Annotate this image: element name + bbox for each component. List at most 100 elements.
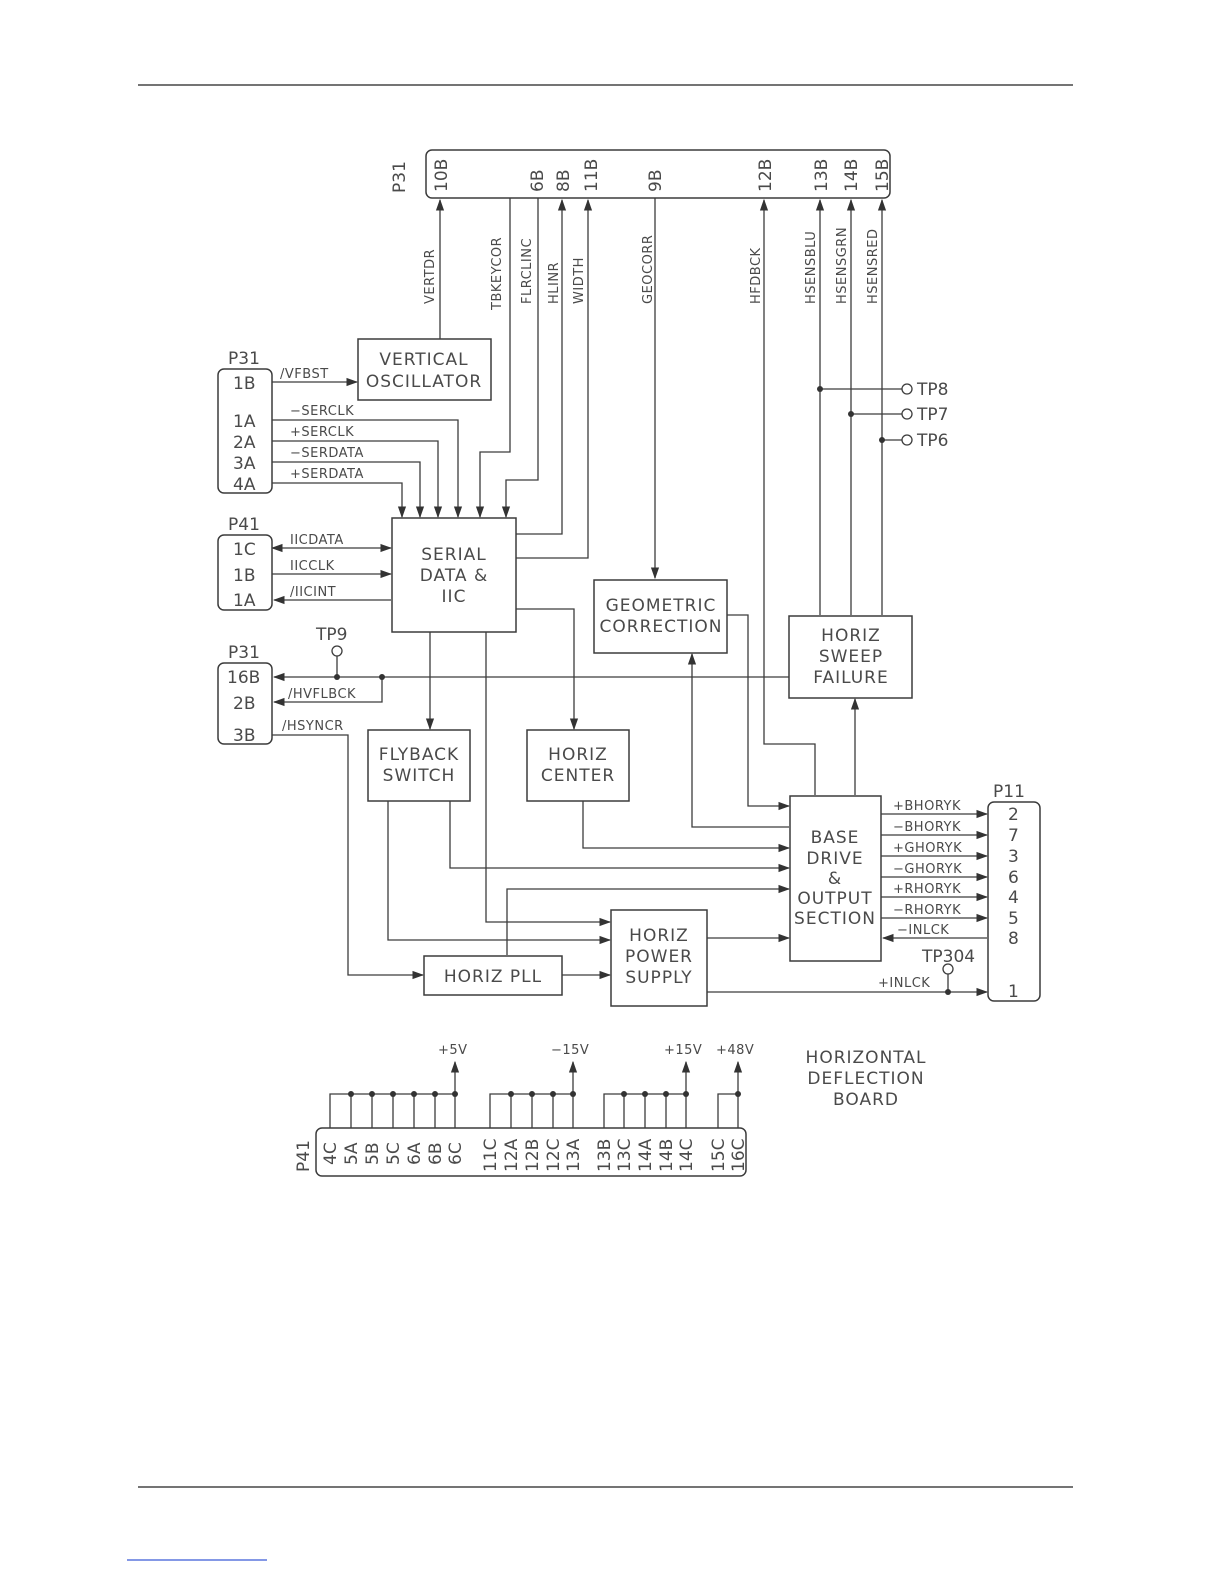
svg-text:4: 4: [1008, 888, 1019, 908]
svg-text:POWER: POWER: [625, 947, 693, 967]
svg-text:IIC: IIC: [442, 587, 467, 607]
rail-plus15v: +15V: [664, 1043, 702, 1058]
svg-text:IICDATA: IICDATA: [290, 533, 344, 548]
svg-text:DRIVE: DRIVE: [806, 849, 863, 869]
top-pin: 12B: [756, 159, 776, 192]
svg-text:2A: 2A: [233, 433, 256, 453]
left-connector-p31-a: P31 1B 1A 2A 3A 4A /VFBST −SERCLK +SERCL…: [217, 349, 364, 495]
top-pin: 8B: [554, 170, 574, 192]
svg-text:P31: P31: [228, 349, 260, 369]
svg-text:SWEEP: SWEEP: [819, 647, 883, 667]
top-pin: 13B: [812, 159, 832, 192]
svg-text:CORRECTION: CORRECTION: [600, 617, 723, 637]
svg-text:/HSYNCR: /HSYNCR: [282, 719, 344, 734]
svg-text:SWITCH: SWITCH: [383, 766, 456, 786]
svg-text:+SERCLK: +SERCLK: [290, 425, 354, 440]
svg-text:5: 5: [1008, 909, 1019, 929]
signal-hfdbck: HFDBCK: [749, 247, 764, 304]
signal-vertdr: VERTDR: [423, 249, 438, 304]
signal-hsensblu: HSENSBLU: [804, 231, 819, 304]
svg-text:+GHORYK: +GHORYK: [893, 841, 962, 856]
svg-text:GEOMETRIC: GEOMETRIC: [606, 596, 717, 616]
signal-flrclinc: FLRCLINC: [520, 238, 535, 304]
svg-text:3A: 3A: [233, 454, 256, 474]
top-pin: 9B: [646, 170, 666, 192]
block-geometric-correction: GEOMETRIC CORRECTION: [593, 579, 728, 654]
svg-text:−INLCK: −INLCK: [897, 923, 949, 938]
svg-text:CENTER: CENTER: [541, 766, 615, 786]
tp304-marker: [942, 963, 954, 975]
svg-text:P31: P31: [390, 161, 410, 193]
svg-text:IICCLK: IICCLK: [290, 559, 335, 574]
tp8-label: TP8: [916, 380, 948, 400]
svg-text:7: 7: [1008, 826, 1019, 846]
svg-text:FAILURE: FAILURE: [813, 668, 888, 688]
signal-hsensred: HSENSRED: [866, 229, 881, 304]
svg-text:DEFLECTION: DEFLECTION: [807, 1069, 924, 1089]
svg-text:1A: 1A: [233, 412, 256, 432]
svg-text:−BHORYK: −BHORYK: [893, 820, 961, 835]
svg-text:8: 8: [1008, 929, 1019, 949]
bottom-pin: 12B: [523, 1139, 543, 1172]
bottom-pin: 12C: [544, 1138, 564, 1172]
block-horiz-sweep-failure: HORIZ SWEEP FAILURE: [788, 615, 913, 699]
wiring: [270, 198, 989, 1128]
bottom-pin: 14B: [657, 1139, 677, 1172]
junction-dots: [334, 386, 951, 1097]
svg-text:BASE: BASE: [811, 828, 860, 848]
svg-text:16B: 16B: [227, 668, 260, 688]
svg-text:HORIZ: HORIZ: [821, 626, 881, 646]
svg-text:FLYBACK: FLYBACK: [379, 745, 459, 765]
svg-text:−RHORYK: −RHORYK: [893, 903, 961, 918]
svg-text:OSCILLATOR: OSCILLATOR: [366, 372, 482, 392]
svg-text:&: &: [828, 869, 842, 889]
top-pin: 10B: [432, 159, 452, 192]
vertical-signal-labels: VERTDR TBKEYCOR FLRCLINC HLINR WIDTH GEO…: [423, 227, 881, 311]
tp7-label: TP7: [916, 405, 948, 425]
signal-tbkeycor: TBKEYCOR: [490, 237, 505, 311]
svg-text:OUTPUT: OUTPUT: [797, 889, 872, 909]
svg-text:1A: 1A: [233, 591, 256, 611]
svg-text:/VFBST: /VFBST: [280, 367, 329, 382]
svg-text:+INLCK: +INLCK: [878, 976, 930, 991]
block-horiz-pll: HORIZ PLL: [423, 955, 563, 996]
top-pin: 15B: [873, 159, 893, 192]
test-points: TP8 TP7 TP6 TP9 TP304: [315, 380, 975, 975]
svg-text:6: 6: [1008, 868, 1019, 888]
svg-text:1B: 1B: [233, 374, 255, 394]
signal-width: WIDTH: [572, 257, 587, 304]
block-serial-data-iic: SERIAL DATA & IIC: [391, 517, 517, 633]
tp304-label: TP304: [921, 947, 975, 967]
bottom-pin: 6C: [446, 1142, 466, 1165]
tp7-marker: [901, 408, 913, 420]
svg-text:−SERDATA: −SERDATA: [290, 446, 364, 461]
bottom-pin: 14A: [636, 1138, 656, 1172]
top-connector-p31: P31 10B 6B 8B 11B 9B 12B 13B 14B 15B: [390, 149, 893, 199]
tp9-marker: [331, 645, 343, 657]
svg-text:HORIZ: HORIZ: [548, 745, 608, 765]
svg-text:3: 3: [1008, 847, 1019, 867]
rail-plus48v: +48V: [716, 1043, 754, 1058]
block-vertical-oscillator: VERTICAL OSCILLATOR: [357, 338, 492, 401]
bottom-pin: 5A: [342, 1142, 362, 1165]
tp8-marker: [901, 383, 913, 395]
svg-text:SERIAL: SERIAL: [421, 545, 486, 565]
bottom-pin: 5B: [363, 1143, 383, 1165]
tp6-marker: [901, 434, 913, 446]
right-connector-p11: P11 2 7 3 6 4 5 8 1 +BHORYK −BHORYK +GHO…: [878, 782, 1041, 1002]
svg-text:1B: 1B: [233, 566, 255, 586]
svg-text:BOARD: BOARD: [833, 1090, 899, 1110]
bottom-pin: 6B: [426, 1143, 446, 1165]
svg-text:1: 1: [1008, 982, 1019, 1002]
signal-hsensgrn: HSENSGRN: [835, 227, 850, 304]
bottom-pin: 13B: [595, 1139, 615, 1172]
left-connector-p31-b: P31 16B 2B 3B /HVFLBCK /HSYNCR: [217, 643, 356, 746]
top-pin: 6B: [528, 170, 548, 192]
svg-text:+SERDATA: +SERDATA: [290, 467, 364, 482]
left-connector-p41-iic: P41 1C 1B 1A IICDATA IICCLK /IICINT: [217, 515, 344, 611]
svg-text:−SERCLK: −SERCLK: [290, 404, 354, 419]
svg-text:DATA &: DATA &: [420, 566, 488, 586]
top-pin: 14B: [842, 159, 862, 192]
signal-geocorr: GEOCORR: [641, 235, 656, 304]
